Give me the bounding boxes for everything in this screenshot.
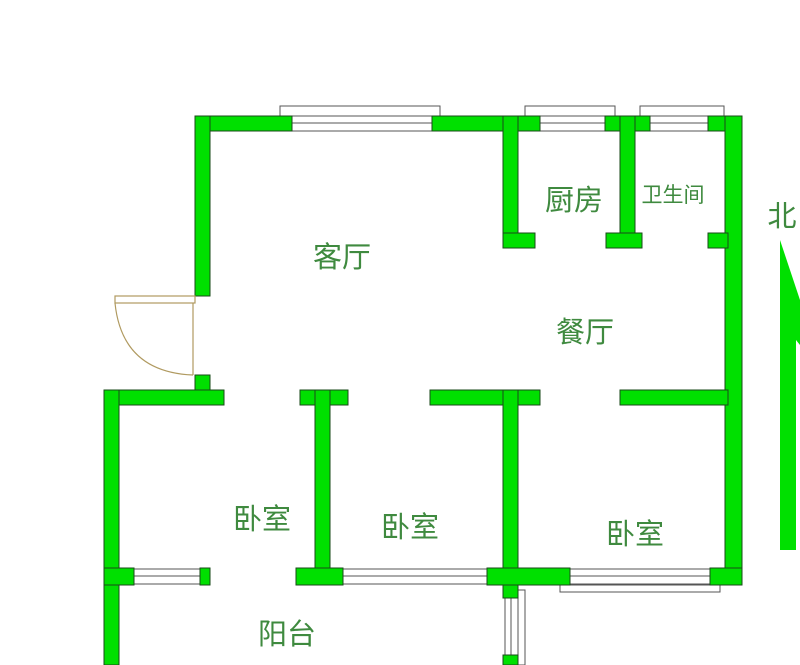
room-label-bedroom-middle: 卧室 — [380, 510, 440, 544]
room-label-kitchen: 厨房 — [544, 183, 604, 217]
entry-door — [114, 295, 196, 376]
room-label-dining: 餐厅 — [555, 315, 615, 349]
room-label-bathroom: 卫生间 — [641, 183, 705, 207]
north-arrow-icon — [780, 240, 800, 550]
walls — [103, 115, 743, 665]
room-label-bedroom-right: 卧室 — [605, 517, 665, 551]
room-label-bedroom-left: 卧室 — [232, 502, 292, 536]
room-label-living: 客厅 — [312, 240, 372, 274]
room-label-balcony: 阳台 — [257, 617, 317, 651]
compass-north-label: 北 — [767, 199, 797, 233]
